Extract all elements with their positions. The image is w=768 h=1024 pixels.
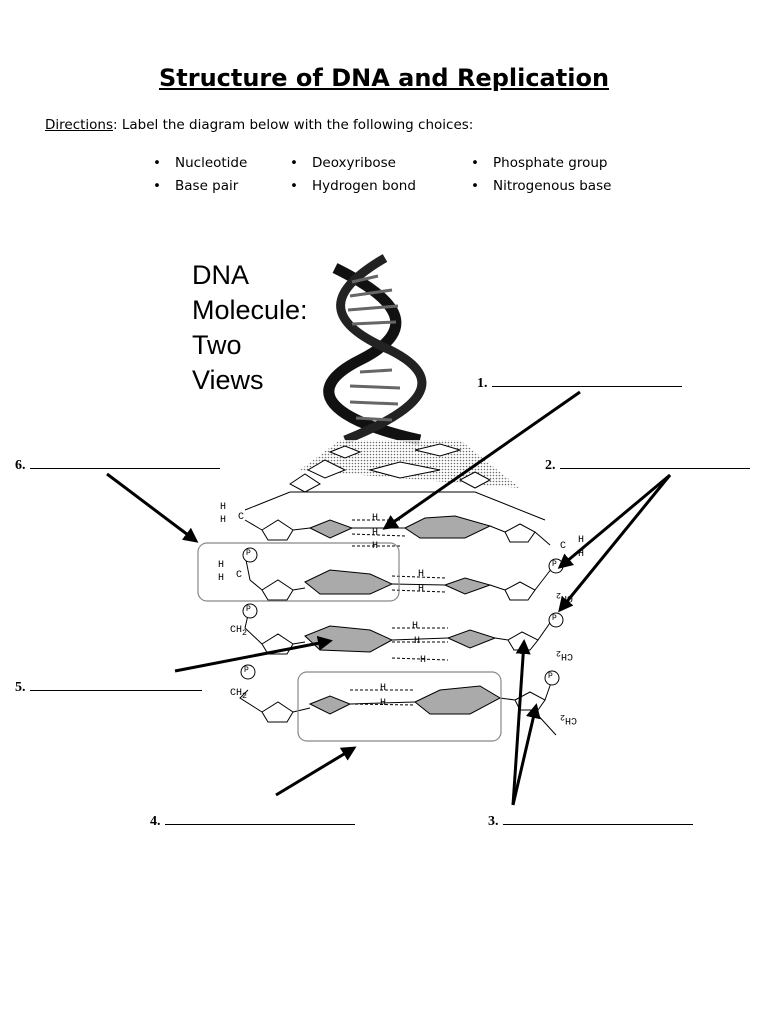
arrow-6 [106,472,199,543]
atom-c: C [560,541,567,552]
diagram-heading-line: Molecule: [192,295,308,325]
answer-4[interactable]: 4. [150,812,355,830]
atom-h: H [372,541,379,552]
answer-5[interactable]: 5. [15,678,202,696]
atom-h: H [412,621,419,632]
label-arrows [106,390,672,806]
methylene-label: CH2 [556,648,574,661]
diagram-heading-line: Two [192,330,242,360]
phosphate-circles [240,547,564,686]
arrow-3a [511,639,531,806]
atom-h: H [414,636,421,647]
atom-h: H [420,655,427,666]
atom-h: H [380,698,387,709]
atom-h: H [578,535,585,546]
atom-c: C [236,570,243,581]
methylene-label: CH2 [230,688,248,701]
directions: Directions: Label the diagram below with… [45,117,473,133]
arrow-2a [557,473,671,569]
arrow-5 [174,635,333,673]
arrow-1 [382,390,581,530]
phosphate-letter: P [244,666,249,675]
arrow-4 [275,746,357,797]
atom-h: H [372,513,379,524]
methylene-label: CH2 [230,625,248,638]
answer-1[interactable]: 1. [477,374,682,392]
choice-item: Deoxyribose [290,155,396,171]
atom-h: H [578,549,585,560]
phosphate-letter: P [552,614,557,623]
atom-h: H [220,515,227,526]
answer-6[interactable]: 6. [15,456,220,474]
choice-item: Base pair [153,178,238,194]
nucleotide-rows [261,515,546,723]
page-title: Structure of DNA and Replication [158,64,610,92]
atom-h: H [418,569,425,580]
diagram-heading-line: DNA [192,260,250,290]
atom-h: H [380,683,387,694]
atom-h: H [218,560,225,571]
nucleotide-box [197,542,400,602]
atom-h: H [218,573,225,584]
directions-label: Directions [45,117,114,133]
atom-h: H [220,502,227,513]
methylene-label: CH2 [556,590,574,603]
arrow-3b [511,703,541,806]
diagram-heading: DNA Molecule: Two Views [192,258,308,398]
answer-2[interactable]: 2. [545,456,750,474]
phosphate-letter: P [552,560,557,569]
answer-3[interactable]: 3. [488,812,693,830]
choice-item: Hydrogen bond [290,178,416,194]
atom-h: H [418,584,425,595]
directions-text: : Label the diagram below with the follo… [113,117,474,133]
sugar-phosphate-backbone [239,519,557,736]
phosphate-letter: P [246,549,251,558]
arrow-2b [558,474,672,613]
hydrogen-bond-dashes [349,519,449,706]
phosphate-letter: P [548,672,553,681]
choice-item: Phosphate group [471,155,607,171]
methylene-label: CH2 [560,712,578,725]
atom-h: H [372,528,379,539]
choice-item: Nucleotide [153,155,247,171]
diagram-heading-line: Views [192,365,264,395]
atom-c: C [238,512,245,523]
base-pair-box [297,671,502,742]
choice-item: Nitrogenous base [471,178,612,194]
phosphate-letter: P [246,605,251,614]
upper-base-rungs [289,443,492,493]
